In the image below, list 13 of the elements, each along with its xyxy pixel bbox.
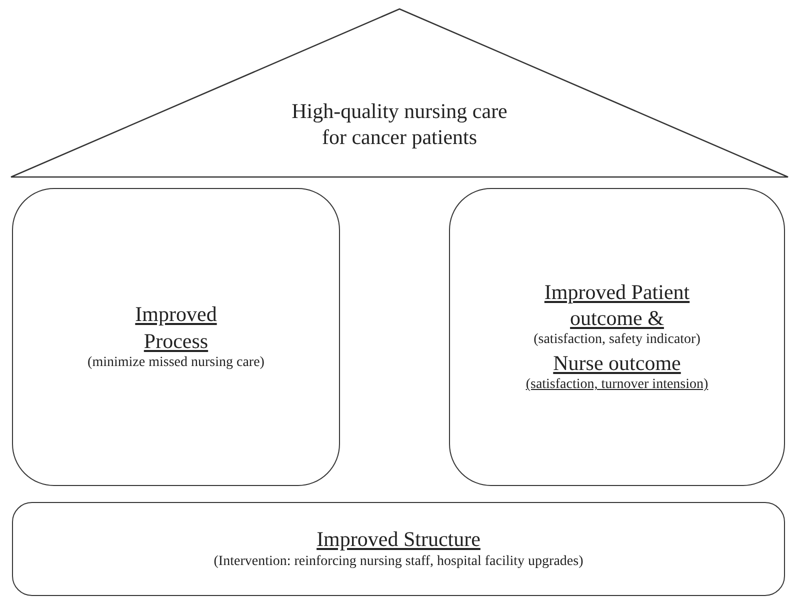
heading-text: Improved Patient outcome & bbox=[543, 278, 691, 332]
detail-text: (satisfaction, safety indicator) bbox=[534, 331, 700, 350]
base-box bbox=[12, 502, 785, 596]
heading-text: High-quality nursing care for cancer patients bbox=[290, 98, 508, 150]
detail-text: (minimize missed nursing care) bbox=[88, 354, 264, 372]
heading-text: Nurse outcome bbox=[553, 350, 681, 376]
roof-triangle bbox=[10, 8, 789, 178]
heading-text: Improved Structure bbox=[316, 526, 480, 553]
rounded-pillar-box bbox=[449, 188, 785, 486]
heading-text: Improved Process bbox=[134, 301, 218, 354]
detail-text: (satisfaction, turnover intension) bbox=[526, 376, 708, 394]
rounded-pillar-box bbox=[12, 188, 340, 486]
detail-text: (Intervention: reinforcing nursing staff, hospital facility upgrades) bbox=[214, 552, 584, 571]
